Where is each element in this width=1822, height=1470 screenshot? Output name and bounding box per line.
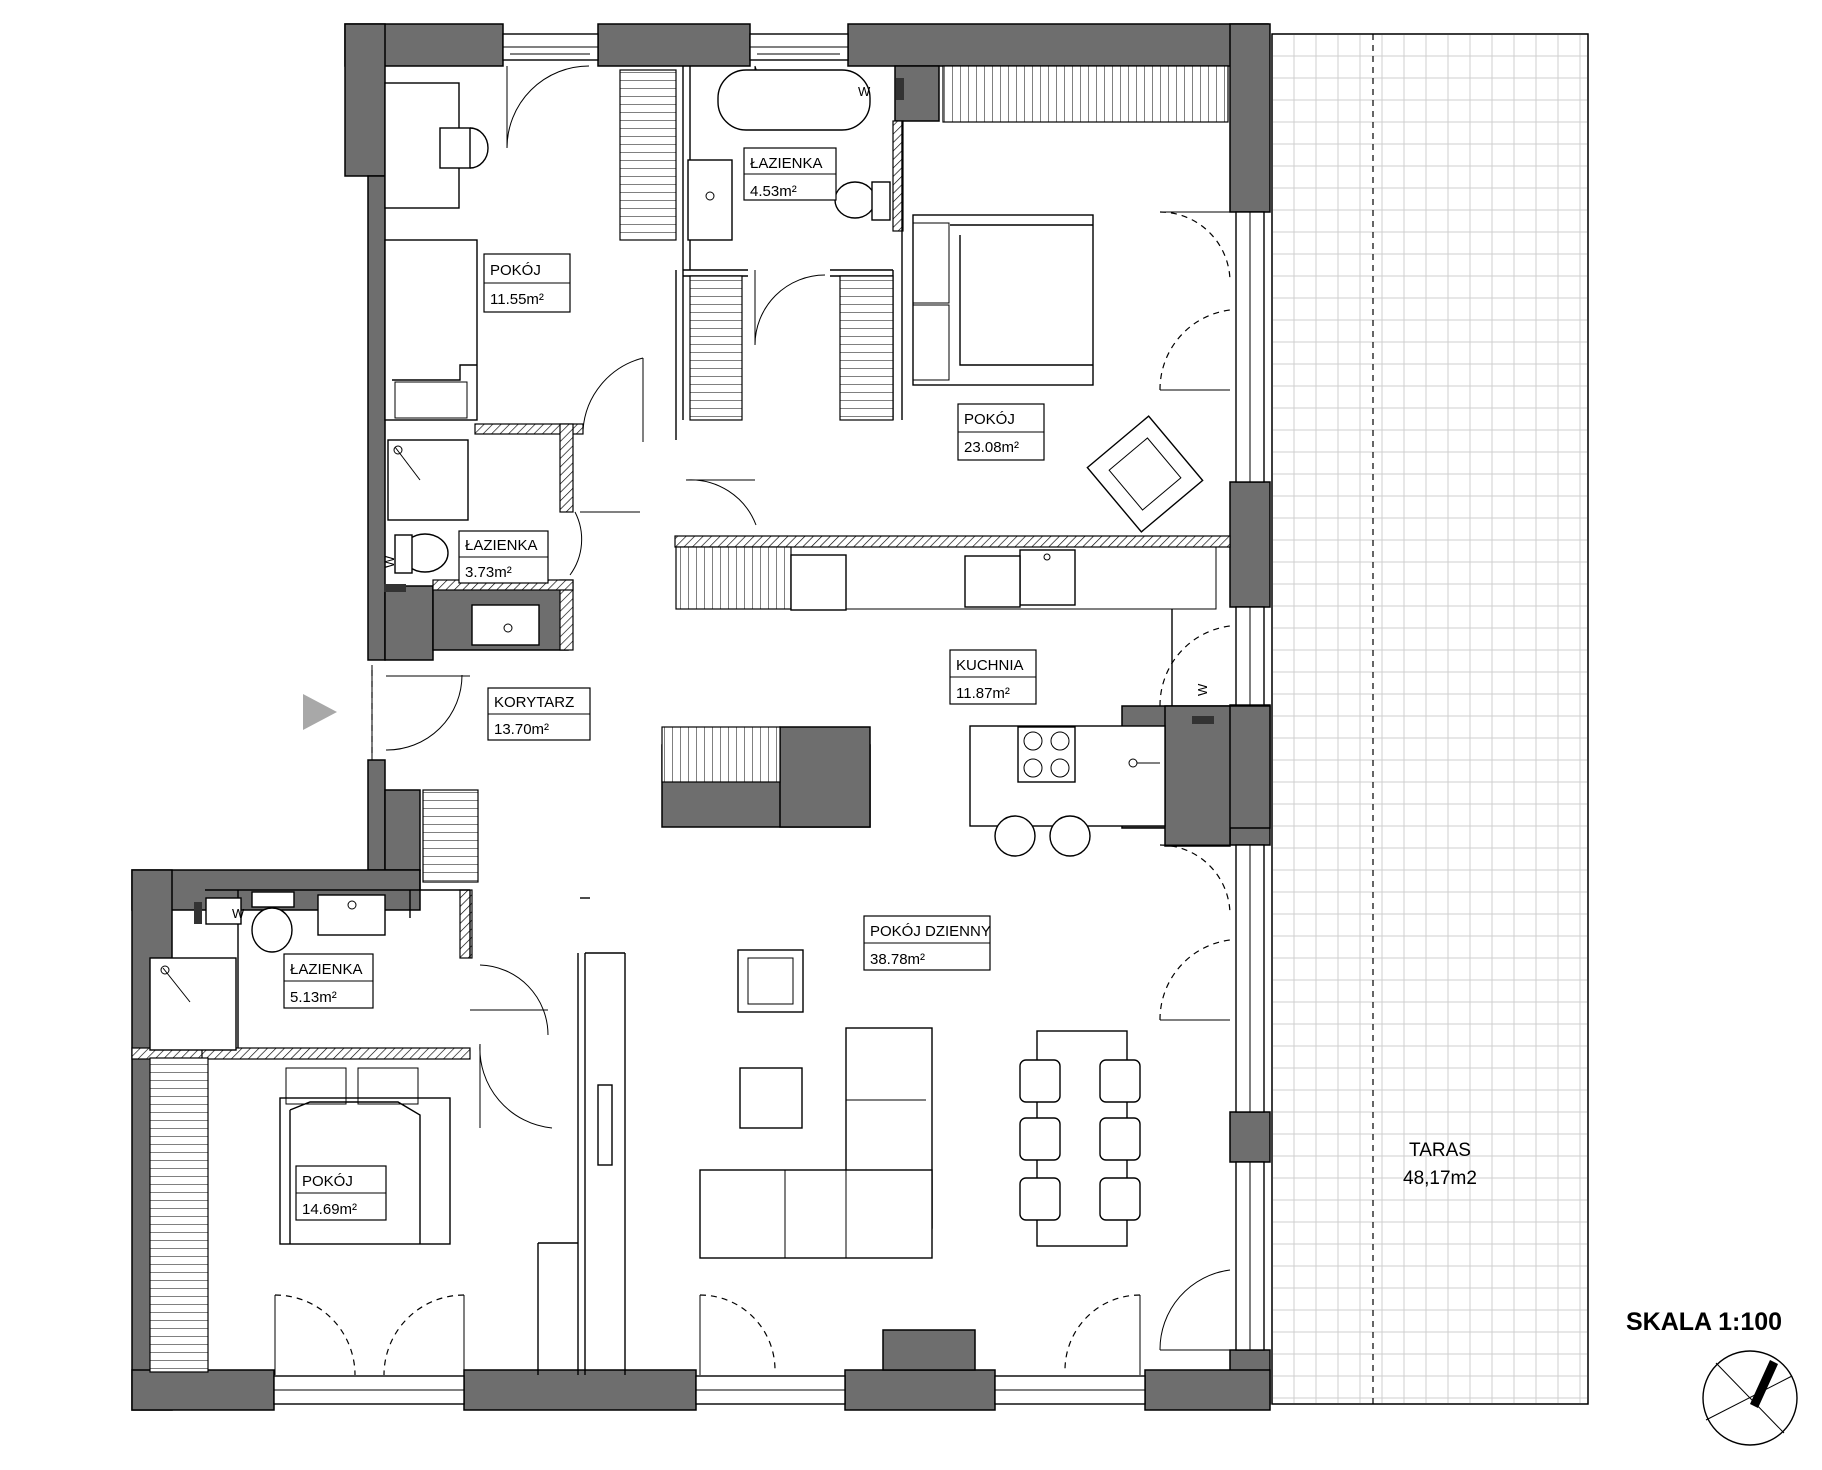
bar-stool-1 [994,815,1036,857]
shower-3 [387,439,469,521]
dining-chair [1099,1117,1141,1161]
svg-text:ŁAZIENKA: ŁAZIENKA [750,155,823,172]
single-bed [384,239,478,421]
svg-text:KORYTARZ: KORYTARZ [494,694,574,711]
water-meter-label: W [1195,683,1210,696]
tv [597,1084,613,1166]
kitchen-sink [1019,549,1076,606]
meters: W W W W [194,78,1214,924]
sofa [699,1169,933,1259]
room-label-bathroom-1: ŁAZIENKA 4.53m² [743,147,837,201]
svg-text:ŁAZIENKA: ŁAZIENKA [290,961,363,978]
svg-text:13.70m²: 13.70m² [494,721,549,738]
window-bottom-3 [994,1375,1146,1405]
window-right-4 [1235,1161,1265,1351]
sink-bath-3 [317,894,386,936]
water-meter-label: W [858,84,871,99]
svg-text:14.69m²: 14.69m² [302,1201,357,1218]
room-label-bathroom-3: ŁAZIENKA 5.13m² [283,953,374,1009]
water-meter-label: W [232,906,245,921]
window-top-left [502,33,599,61]
coffee-table [739,1067,803,1129]
svg-text:POKÓJ DZIENNY: POKÓJ DZIENNY [870,923,991,940]
toilet-bath-3 [251,907,293,953]
svg-text:ŁAZIENKA: ŁAZIENKA [465,537,538,554]
scale-label: SKALA 1:100 [1626,1308,1782,1336]
dining-chair [1099,1059,1141,1103]
svg-text:23.08m²: 23.08m² [964,439,1019,456]
dining-chair [1019,1177,1061,1221]
room-label-living-room: POKÓJ DZIENNY 38.78m² [863,915,991,971]
window-right-1 [1235,211,1265,483]
fridge [790,554,847,611]
bathtub [717,69,871,131]
dining-chair [1099,1177,1141,1221]
dining-chair [1019,1059,1061,1103]
svg-text:KUCHNIA: KUCHNIA [956,657,1024,674]
entrance-arrow-icon [303,694,337,730]
svg-text:4.53m²: 4.53m² [750,183,797,200]
compass-icon [1702,1350,1798,1446]
svg-text:POKÓJ: POKÓJ [490,262,541,279]
toilet-bath-1 [834,181,876,219]
svg-text:POKÓJ: POKÓJ [964,411,1015,428]
washing-machine [205,897,242,925]
desk-chair [439,127,471,169]
room-label-corridor: KORYTARZ 13.70m² [487,687,591,741]
svg-text:11.87m²: 11.87m² [956,685,1010,702]
terrace-grid [1272,34,1588,1404]
room-label-kitchen: KUCHNIA 11.87m² [949,649,1037,705]
window-bottom-2 [695,1375,846,1405]
terrace-area: 48,17m2 [1403,1168,1477,1189]
water-meter-label: W [382,555,397,568]
shower-5 [149,957,237,1051]
room-label-bedroom-1: POKÓJ 11.55m² [483,253,571,313]
svg-text:3.73m²: 3.73m² [465,564,512,581]
terrace [1271,33,1589,1405]
cooktop [1017,726,1076,783]
armchair-bedroom [1086,415,1204,533]
living-armchair [737,949,804,1013]
double-bed [912,214,1094,386]
room-labels: POKÓJ 11.55m² ŁAZIENKA 4.53m² POKÓJ 23.0… [283,147,1045,1221]
svg-text:POKÓJ: POKÓJ [302,1173,353,1190]
dining-chair [1019,1117,1061,1161]
window-right-2 [1235,606,1265,706]
toilet-cistern [251,891,295,908]
interior-walls [131,66,1231,1375]
oven-cabinet [964,555,1021,608]
svg-text:38.78m²: 38.78m² [870,951,925,968]
room-label-bedroom-2: POKÓJ 23.08m² [957,403,1045,461]
svg-text:5.13m²: 5.13m² [290,989,337,1006]
room-label-bathroom-2: ŁAZIENKA 3.73m² [458,530,549,584]
wardrobes [149,65,1229,1373]
window-bottom-1 [273,1375,465,1405]
svg-text:11.55m²: 11.55m² [490,291,544,308]
window-top-bath [749,33,849,61]
windows [273,33,1265,1405]
room-label-bedroom-3: POKÓJ 14.69m² [295,1165,387,1221]
window-right-3 [1235,844,1265,1113]
terrace-name: TARAS [1409,1140,1471,1161]
bar-stool-2 [1049,815,1091,857]
